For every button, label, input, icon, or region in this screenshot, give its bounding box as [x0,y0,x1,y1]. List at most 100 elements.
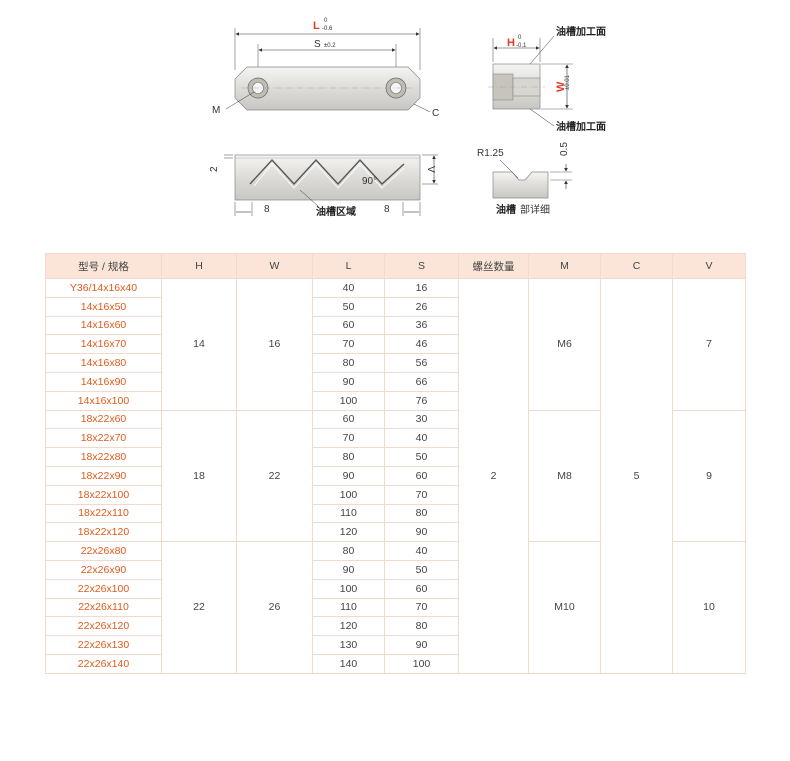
dim-L-label: L [313,20,320,32]
cell-L: 100 [312,484,385,505]
cell-L: 90 [312,465,385,486]
header-L: L [312,253,385,279]
cell-model: 22x26x140 [45,653,162,674]
cell-model: 14x16x60 [45,315,162,336]
dim-L-tol-lower: -0.6 [322,26,333,32]
cell-model: 14x16x70 [45,334,162,355]
cell-S: 26 [384,296,459,317]
cell-model: 14x16x80 [45,353,162,373]
cell-M: M10 [528,541,601,674]
label-M: M [212,105,220,116]
cell-S: 30 [384,409,459,430]
top-view: L 0 -0.6 S ±0.2 M C [212,18,439,119]
cell-L: 110 [312,503,385,524]
dim-2-label: 2 [209,166,220,172]
cell-L: 60 [312,409,385,430]
table-header-row: 型号 / 规格 H W L S 螺丝数量 M C V [45,253,746,279]
cell-L: 120 [312,522,385,543]
dim-S-tol: ±0.2 [324,43,336,49]
oil-surface-bottom: 油槽加工面 [556,120,606,133]
cell-S: 76 [384,390,459,411]
cell-model: 18x22x70 [45,428,162,449]
dim-W-label: W [555,81,567,92]
cell-S: 70 [384,484,459,505]
cell-S: 90 [384,522,459,543]
cell-W: 26 [236,541,313,674]
cell-L: 40 [312,278,385,298]
dim-H-tol-lower: -0.1 [516,43,527,49]
cell-L: 90 [312,559,385,580]
cell-S: 46 [384,334,459,355]
cell-H: 18 [161,409,237,543]
oil-area-label: 油槽区域 [316,205,356,218]
header-screw-qty: 螺丝数量 [458,253,529,279]
cell-S: 16 [384,278,459,298]
cell-model: 14x16x100 [45,390,162,411]
radius-label: R1.25 [477,148,504,159]
cell-S: 50 [384,559,459,580]
table-row: 18x22x60 18 22 60 30 M8 9 [45,409,746,543]
cell-model: 22x26x130 [45,635,162,655]
cell-V: 9 [672,409,746,543]
dim-S-label: S [314,39,321,50]
cell-model: 18x22x90 [45,465,162,486]
header-V: V [672,253,746,279]
cell-L: 140 [312,653,385,674]
cell-L: 80 [312,447,385,467]
cell-S: 90 [384,635,459,655]
cell-M: M8 [528,409,601,543]
detail-view: R1.25 0.5 油槽 部详细 [477,142,572,216]
cell-V: 7 [672,278,746,411]
cell-L: 100 [312,578,385,599]
cell-L: 130 [312,635,385,655]
cell-L: 90 [312,371,385,392]
spec-table: 型号 / 规格 H W L S 螺丝数量 M C V Y36/14x16x40 … [45,253,746,674]
cell-W: 22 [236,409,313,543]
detail-title-main: 油槽 [496,203,516,216]
cell-L: 70 [312,428,385,449]
table-row: 22x26x80 22 26 80 40 M10 10 [45,541,746,674]
cell-H: 14 [161,278,237,411]
cell-L: 50 [312,296,385,317]
detail-title-sub: 部详细 [520,203,550,216]
cell-S: 66 [384,371,459,392]
cell-S: 40 [384,428,459,449]
dim-W-tol: ±0.01 [565,74,571,90]
cell-L: 100 [312,390,385,411]
cell-model: 22x26x110 [45,597,162,618]
cell-S: 60 [384,465,459,486]
header-H: H [161,253,237,279]
dim-V-label: V [425,166,436,173]
cell-S: 70 [384,597,459,618]
cell-L: 70 [312,334,385,355]
cell-model: 14x16x50 [45,296,162,317]
cell-model: 18x22x110 [45,503,162,524]
cell-H: 22 [161,541,237,674]
cell-S: 36 [384,315,459,336]
cell-L: 120 [312,616,385,637]
header-C: C [600,253,673,279]
cell-model: 22x26x100 [45,578,162,599]
cell-model: 18x22x60 [45,409,162,430]
cell-M: M6 [528,278,601,411]
cell-model: 22x26x80 [45,541,162,561]
header-model: 型号 / 规格 [45,253,162,279]
header-M: M [528,253,601,279]
cell-L: 80 [312,541,385,561]
cell-S: 50 [384,447,459,467]
header-S: S [384,253,459,279]
cell-model: 18x22x120 [45,522,162,543]
cell-S: 56 [384,353,459,373]
dim-8-left: 8 [264,204,270,215]
cell-W: 16 [236,278,313,411]
